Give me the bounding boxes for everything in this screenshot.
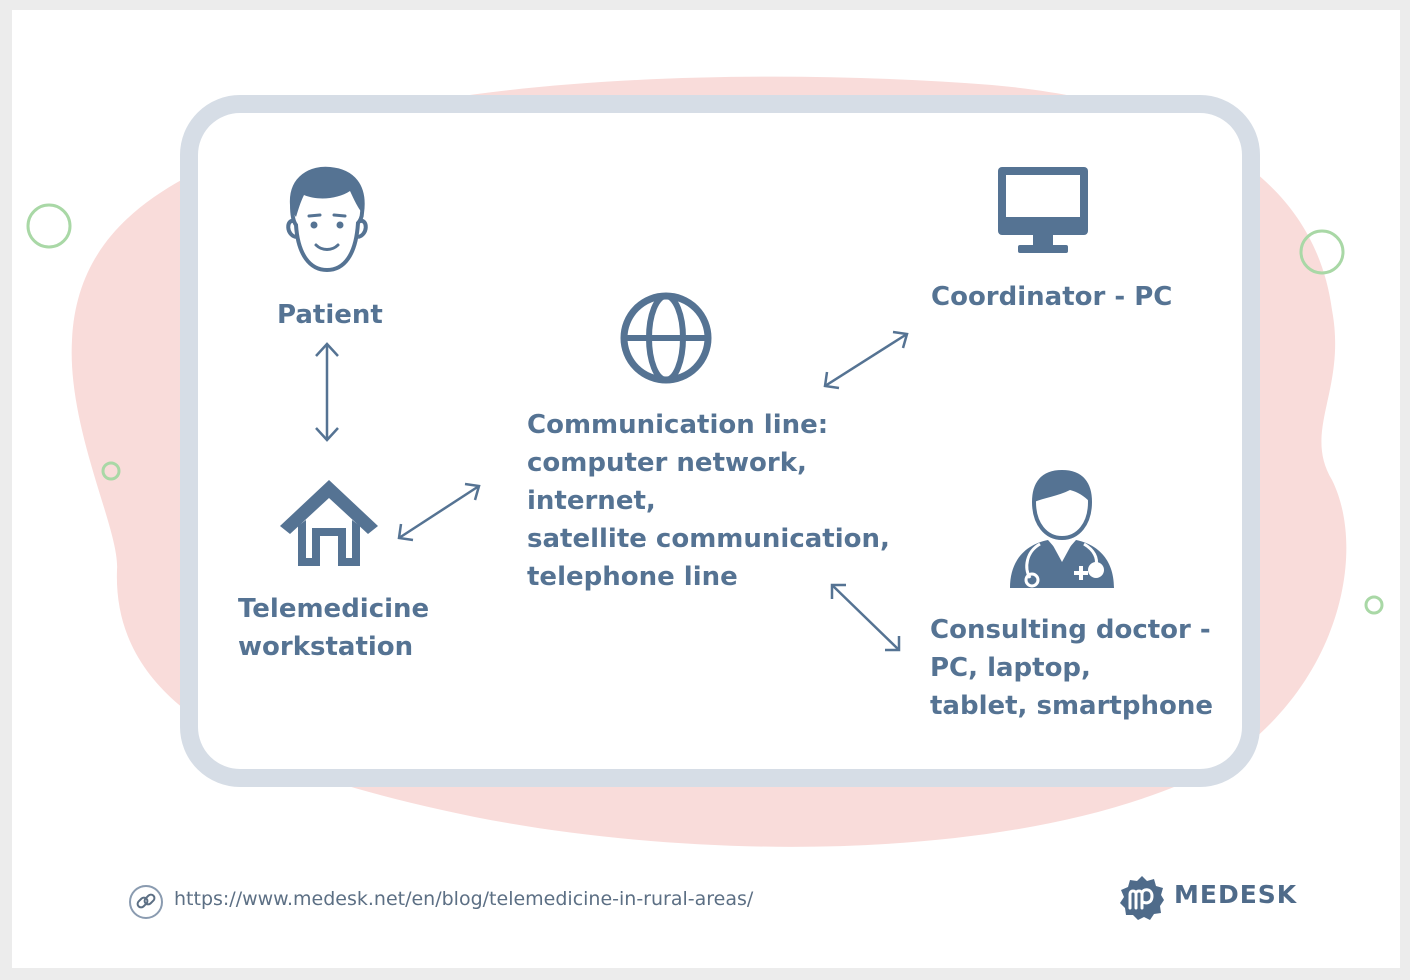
- coordinator-label: Coordinator - PC: [931, 282, 1173, 312]
- decor-circle: [26, 203, 72, 249]
- doctor-label: Consulting doctor - PC, laptop, tablet, …: [930, 615, 1213, 721]
- workstation-label: Telemedicine workstation: [238, 594, 430, 662]
- house-icon: [280, 480, 378, 566]
- brand-name: MEDESK: [1174, 880, 1298, 909]
- decor-circle: [1299, 229, 1345, 275]
- monitor-icon: [998, 167, 1088, 253]
- arrow-patient-workstation: [315, 342, 339, 442]
- globe-icon: [620, 292, 712, 384]
- patient-label: Patient: [277, 300, 383, 330]
- link-icon: [129, 885, 163, 919]
- arrow-workstation-communication: [397, 482, 481, 542]
- communication-label: Communication line: computer network, in…: [527, 410, 890, 592]
- arrow-communication-doctor: [830, 583, 901, 652]
- diagram-canvas: Patient Telemedicine workstation Communi…: [12, 10, 1400, 968]
- arrow-communication-coordinator: [823, 330, 909, 390]
- medesk-logo-icon: [1120, 876, 1164, 920]
- source-url-link[interactable]: https://www.medesk.net/en/blog/telemedic…: [174, 888, 754, 910]
- doctor-icon: [1010, 470, 1114, 588]
- decor-circle: [101, 461, 121, 481]
- person-face-icon: [286, 166, 368, 273]
- decor-circle: [1364, 595, 1384, 615]
